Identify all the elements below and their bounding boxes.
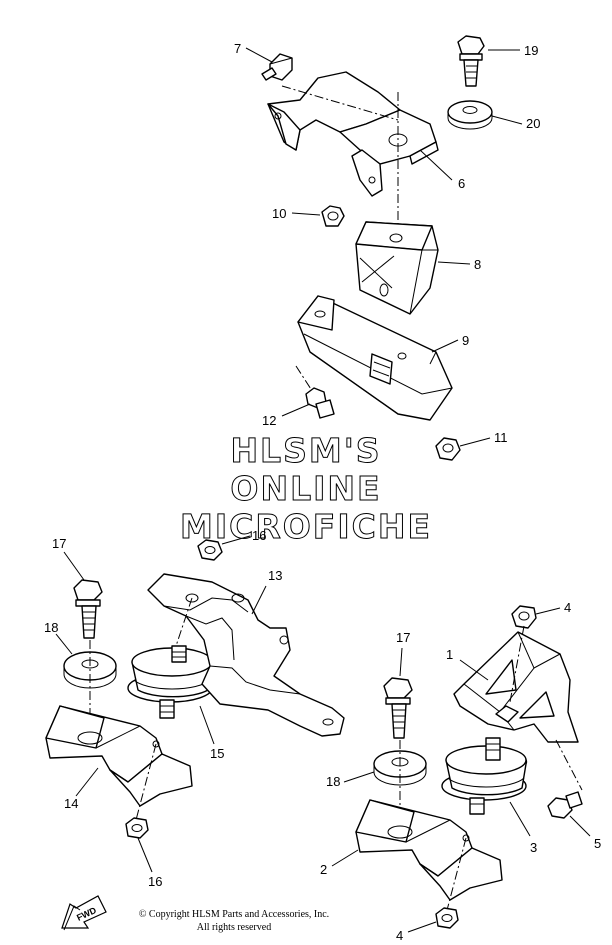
leader-17-left (63, 551, 85, 581)
callout-20: 20 (526, 116, 540, 131)
leader-7 (245, 47, 273, 63)
callout-17-left: 17 (52, 536, 66, 551)
callout-16-lower: 16 (148, 874, 162, 889)
part-nut-4-lower (435, 907, 459, 929)
callout-18-left: 18 (44, 620, 58, 635)
callout-18-right: 18 (326, 774, 340, 789)
callout-5: 5 (594, 836, 601, 851)
centerline-9 (295, 365, 319, 401)
part-nut-10 (321, 205, 345, 227)
part-nut-4-upper (511, 605, 537, 629)
leader-20 (491, 115, 523, 125)
centerline-14 (135, 743, 157, 821)
part-bracket-14 (45, 705, 193, 807)
watermark-line-1: HLSM'S (230, 431, 381, 470)
leader-18-left (55, 633, 73, 655)
callout-15: 15 (210, 746, 224, 761)
callout-13: 13 (268, 568, 282, 583)
leader-12 (281, 403, 311, 417)
callout-16-upper: 16 (252, 528, 266, 543)
centerline-1 (509, 625, 525, 703)
part-mount-8 (355, 221, 439, 315)
leader-6 (419, 149, 453, 181)
centerline-13 (175, 597, 193, 647)
leader-17-right (399, 647, 403, 677)
callout-8: 8 (474, 257, 481, 272)
part-washer-20 (447, 100, 493, 130)
callout-9: 9 (462, 333, 469, 348)
leader-2 (331, 849, 359, 867)
part-nut-11 (435, 437, 461, 461)
part-bolt-5 (547, 791, 583, 819)
part-bracket-2 (355, 799, 503, 901)
part-cushion-9 (297, 295, 453, 421)
part-bolt-7 (261, 53, 293, 81)
copyright-line-1: © Copyright HLSM Parts and Accessories, … (139, 909, 329, 920)
part-nut-16-upper (197, 539, 223, 561)
callout-11: 11 (494, 430, 508, 445)
leader-4-lower (407, 921, 437, 933)
leader-10 (291, 212, 321, 216)
part-mount-3 (441, 737, 528, 815)
part-mount-15 (127, 645, 214, 719)
leader-14 (75, 767, 99, 797)
callout-4-upper: 4 (564, 600, 571, 615)
leader-5 (569, 815, 591, 837)
centerline-5 (555, 739, 583, 791)
part-nut-16-lower (125, 817, 149, 839)
callout-4-lower: 4 (396, 928, 403, 943)
watermark-line-3: MICROFICHE (180, 507, 432, 546)
callout-6: 6 (458, 176, 465, 191)
centerline-2 (445, 837, 467, 915)
leader-9 (431, 339, 459, 353)
callout-10: 10 (272, 206, 286, 221)
leader-18-right (343, 771, 375, 783)
centerline-6 (281, 85, 399, 121)
callout-3: 3 (530, 840, 537, 855)
leader-1 (459, 659, 489, 681)
leader-3 (509, 801, 531, 837)
part-bracket-1 (453, 631, 579, 743)
leader-16-upper (221, 535, 251, 545)
part-bolt-17-left (73, 579, 103, 639)
leader-8 (437, 261, 471, 265)
leader-4-upper (535, 607, 561, 615)
leader-15 (199, 705, 215, 745)
callout-1: 1 (446, 647, 453, 662)
callout-14: 14 (64, 796, 78, 811)
callout-19: 19 (524, 43, 538, 58)
fwd-arrow-icon (61, 895, 107, 931)
part-bracket-6 (267, 71, 439, 197)
part-bolt-17-right (383, 677, 413, 739)
leader-16-lower (137, 837, 153, 873)
callout-12: 12 (262, 413, 276, 428)
copyright-line-2: All rights reserved (197, 922, 271, 933)
callout-17-right: 17 (396, 630, 410, 645)
callout-7: 7 (234, 41, 241, 56)
part-bracket-13 (147, 573, 345, 737)
part-bolt-12 (305, 387, 335, 419)
leader-11 (459, 437, 491, 447)
callout-2: 2 (320, 862, 327, 877)
part-bolt-19 (457, 35, 485, 87)
watermark-line-2: ONLINE (230, 469, 381, 508)
leader-13 (251, 585, 267, 615)
